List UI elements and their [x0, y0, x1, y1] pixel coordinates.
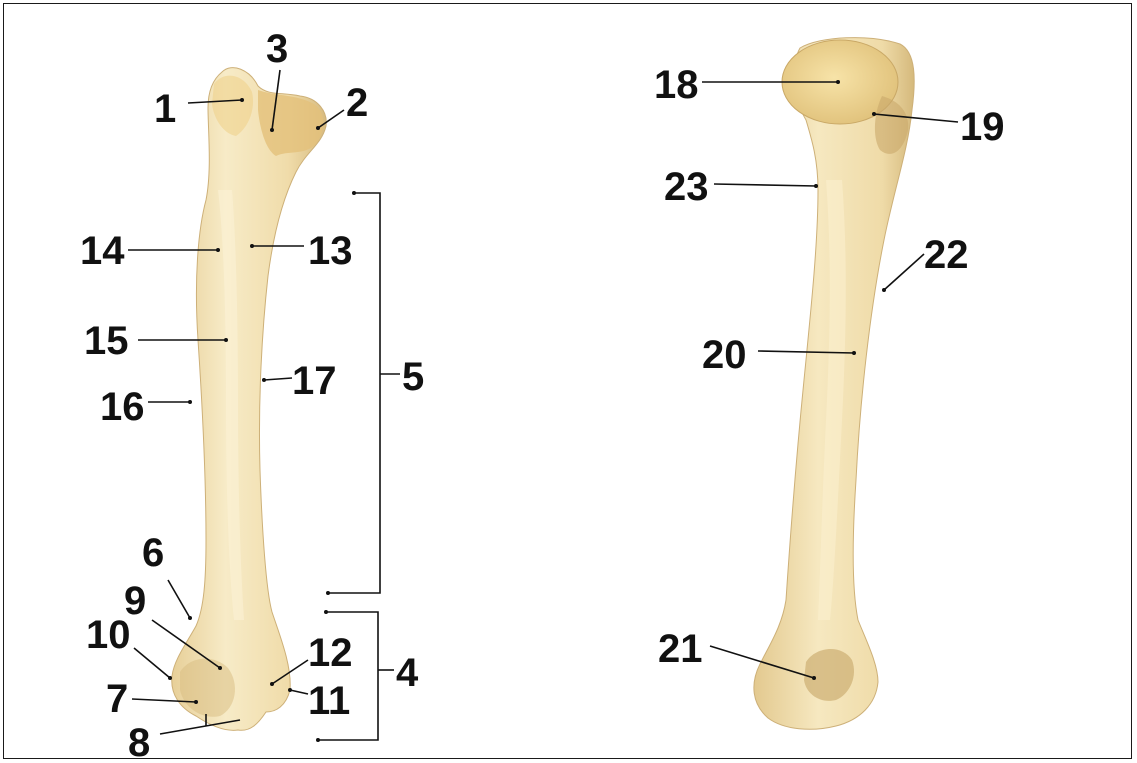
label-8: 8 [128, 721, 150, 763]
leader-7-dot [194, 700, 198, 704]
label-16: 16 [100, 385, 145, 429]
label-3: 3 [266, 27, 288, 71]
leader-13-dot [250, 244, 254, 248]
leader-14-dot [216, 248, 220, 252]
leader-19-dot [872, 112, 876, 116]
leader-22-dot [882, 288, 886, 292]
label-17: 17 [292, 359, 337, 403]
leader-1-dot [240, 98, 244, 102]
label-13: 13 [308, 229, 353, 273]
label-20: 20 [702, 333, 747, 377]
label-1: 1 [154, 87, 176, 131]
leader-3-dot [270, 128, 274, 132]
leader-17 [264, 378, 292, 380]
leader-23-dot [814, 184, 818, 188]
label-10: 10 [86, 613, 131, 657]
leader-18-dot [836, 80, 840, 84]
leader-6 [168, 580, 190, 618]
leader-6-dot [188, 616, 192, 620]
label-5: 5 [402, 355, 424, 399]
humerus-caudal-view [754, 38, 914, 730]
leader-11 [290, 690, 308, 694]
label-2: 2 [346, 81, 368, 125]
label-12: 12 [308, 631, 353, 675]
label-18: 18 [654, 63, 699, 107]
leader-11-dot [288, 688, 292, 692]
label-7: 7 [106, 677, 128, 721]
label-19: 19 [960, 105, 1005, 149]
label-22: 22 [924, 233, 969, 277]
label-11: 11 [308, 679, 350, 723]
leader-10 [134, 648, 170, 678]
leader-17-dot [262, 378, 266, 382]
label-6: 6 [142, 531, 164, 575]
leader-23 [714, 184, 816, 186]
label-15: 15 [84, 319, 129, 363]
label-14: 14 [80, 229, 125, 273]
label-4: 4 [396, 651, 419, 695]
leader-21-dot [812, 676, 816, 680]
leader-22 [884, 254, 924, 290]
leader-16-dot [188, 400, 192, 404]
label-23: 23 [664, 165, 709, 209]
leader-9-dot [218, 666, 222, 670]
leader-12-dot [270, 682, 274, 686]
leader-15-dot [224, 338, 228, 342]
leader-20-dot [852, 351, 856, 355]
label-21: 21 [658, 627, 703, 671]
leader-10-dot [168, 676, 172, 680]
leader-2-dot [316, 126, 320, 130]
